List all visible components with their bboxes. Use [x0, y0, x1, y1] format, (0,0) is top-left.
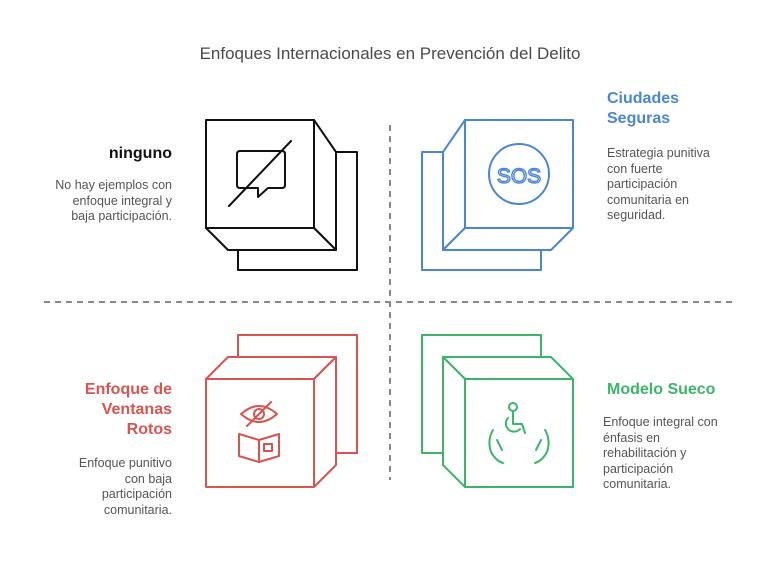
- sos-icon: SOS: [488, 143, 550, 205]
- description-line: comunitaria.: [103, 502, 172, 517]
- heading-line: Enfoque de: [84, 381, 172, 398]
- quadrant-4-cube: [421, 334, 574, 488]
- description-line: seguridad.: [607, 208, 666, 222]
- description-line: comunitaria en: [607, 192, 689, 207]
- quadrant-4-heading: Modelo Sueco: [607, 380, 767, 400]
- description-line: Enfoque integral con: [603, 415, 718, 429]
- description-line: No hay ejemplos con: [55, 178, 172, 192]
- quadrant-3-heading: Enfoque de Ventanas Rotos: [30, 380, 172, 440]
- cube-side-face: [442, 356, 466, 488]
- description-line: con fuerte: [607, 161, 663, 176]
- cube-bottom-face: [442, 227, 574, 251]
- sos-icon-text: SOS: [497, 165, 541, 188]
- description-line: participación: [101, 487, 172, 501]
- description-line: Estrategia punitiva: [607, 146, 710, 160]
- diagram-title: Enfoques Internacionales en Prevención d…: [199, 44, 581, 63]
- quadrant-1-description: No hay ejemplos con enfoque integral y b…: [20, 178, 172, 225]
- description-line: rehabilitación y: [603, 446, 687, 460]
- description-line: Enfoque punitivo: [78, 456, 172, 470]
- cube-front-face: [205, 378, 315, 488]
- heading-line: Ventanas: [101, 401, 172, 418]
- eye-slash-box-icon: [238, 401, 280, 463]
- quadrant-3-description: Enfoque punitivo con baja participación …: [20, 456, 172, 518]
- description-line: baja participación.: [71, 209, 172, 223]
- wheelchair-hands-icon: [488, 402, 550, 464]
- description-line: enfoque integral y: [72, 193, 172, 208]
- heading-line: ninguno: [108, 145, 172, 162]
- cube-side-face: [313, 356, 337, 488]
- description-line: énfasis en: [603, 430, 660, 445]
- cube-front-face: [464, 378, 574, 488]
- heading-line: Rotos: [126, 421, 172, 438]
- quadrant-4-description: Enfoque integral con énfasis en rehabili…: [603, 415, 763, 493]
- cube-bottom-face: [205, 227, 337, 251]
- quadrant-3-cube: [205, 334, 358, 488]
- description-line: participación: [607, 177, 678, 191]
- cube-front-face: [464, 119, 574, 229]
- heading-line: Ciudades: [607, 90, 680, 107]
- quadrant-2-heading: Ciudades Seguras: [607, 89, 757, 129]
- quadrant-1-cube: [205, 119, 358, 271]
- heading-line: Seguras: [607, 110, 671, 127]
- message-slash-icon: [228, 140, 292, 207]
- quadrant-2-description: Estrategia punitiva con fuerte participa…: [607, 146, 757, 224]
- quadrant-2-cube: [421, 119, 574, 271]
- description-line: participación: [603, 461, 674, 476]
- quadrant-1-heading: ninguno: [40, 144, 172, 164]
- description-line: con baja: [124, 471, 172, 486]
- description-line: comunitaria.: [603, 477, 672, 491]
- heading-line: Modelo Sueco: [607, 381, 716, 398]
